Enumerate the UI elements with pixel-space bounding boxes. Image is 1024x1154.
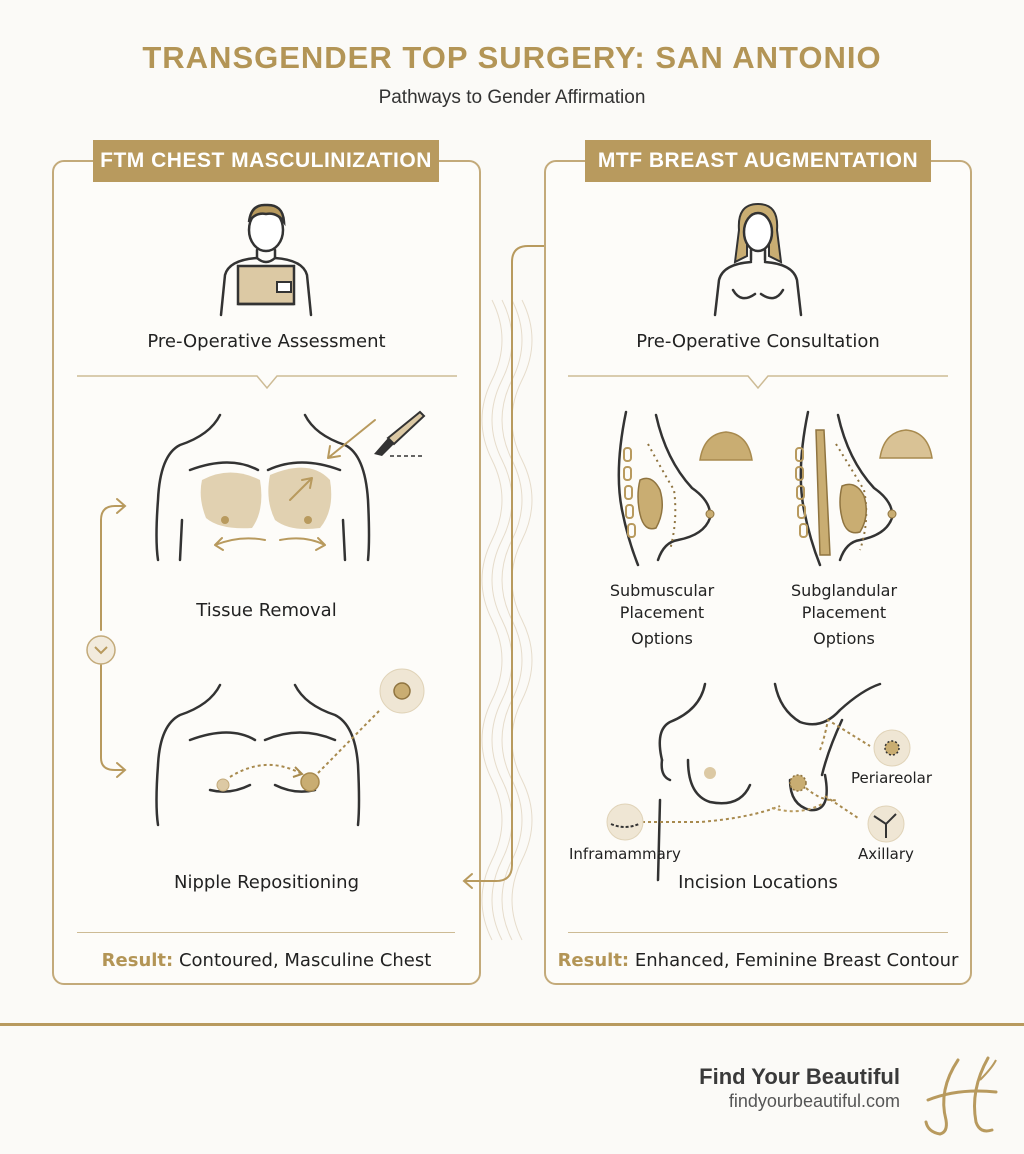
axillary-callout-icon: [867, 805, 905, 843]
ftm-banner: FTM CHEST MASCULINIZATION: [93, 140, 439, 182]
mtf-divider-1: [568, 375, 948, 390]
page-title: TRANSGENDER TOP SURGERY: SAN ANTONIO: [142, 40, 882, 75]
nipple-repositioning-icon: [155, 668, 425, 827]
submuscular-line3: Options: [631, 629, 693, 648]
mtf-result-divider: [568, 932, 948, 933]
mtf-banner: MTF BREAST AUGMENTATION: [585, 140, 931, 182]
inframammary-label: Inframammary: [569, 845, 681, 863]
subglandular-placement-icon: [795, 410, 897, 567]
implant-shape-icon-2: [879, 429, 933, 459]
ftm-flow-arrows-icon: [86, 498, 127, 778]
mtf-panel: [544, 160, 972, 985]
ftm-result-lead: Result:: [101, 950, 174, 971]
script-h-logo-icon: [924, 1056, 998, 1136]
ftm-step-tissue-label: Tissue Removal: [196, 600, 337, 621]
submuscular-placement-icon: [617, 410, 715, 567]
ftm-result: Result: Contoured, Masculine Chest: [52, 950, 481, 971]
ftm-divider-1: [77, 375, 457, 390]
chest-tissue-removal-icon: [155, 410, 426, 562]
submuscular-line2: Placement: [619, 603, 705, 622]
mtf-result-lead: Result:: [557, 950, 630, 971]
inframammary-callout-icon: [606, 803, 644, 841]
periareolar-callout-icon: [873, 729, 911, 767]
implant-shape-icon-1: [699, 431, 753, 461]
mtf-result: Result: Enhanced, Feminine Breast Contou…: [544, 950, 972, 971]
female-figure-icon: [713, 202, 803, 317]
subglandular-line2: Placement: [801, 603, 887, 622]
mtf-result-text: Enhanced, Feminine Breast Contour: [634, 950, 959, 971]
periareolar-label: Periareolar: [851, 769, 933, 787]
submuscular-line1: Submuscular: [609, 581, 715, 600]
mtf-step-incisions-label: Incision Locations: [678, 872, 838, 893]
ftm-result-text: Contoured, Masculine Chest: [178, 950, 432, 971]
subglandular-line1: Subglandular: [790, 581, 898, 600]
footer-rule: [0, 1023, 1024, 1026]
panel-connector-arrows-icon: [462, 238, 563, 889]
ftm-result-divider: [77, 932, 455, 933]
page-subtitle: Pathways to Gender Affirmation: [378, 87, 646, 108]
subglandular-label: Subglandular Placement Options: [764, 580, 924, 650]
axillary-label: Axillary: [858, 845, 914, 863]
brand-url[interactable]: findyourbeautiful.com: [728, 1091, 900, 1111]
mtf-step-consultation-label: Pre-Operative Consultation: [636, 331, 880, 352]
ftm-step-nipple-label: Nipple Repositioning: [173, 872, 360, 893]
male-figure-binder-icon: [219, 203, 313, 317]
subglandular-line3: Options: [813, 629, 875, 648]
ftm-step-assessment-label: Pre-Operative Assessment: [147, 331, 386, 352]
submuscular-label: Submuscular Placement Options: [582, 580, 742, 650]
incision-locations-icon: [642, 682, 882, 882]
brand-name: Find Your Beautiful: [699, 1064, 900, 1089]
